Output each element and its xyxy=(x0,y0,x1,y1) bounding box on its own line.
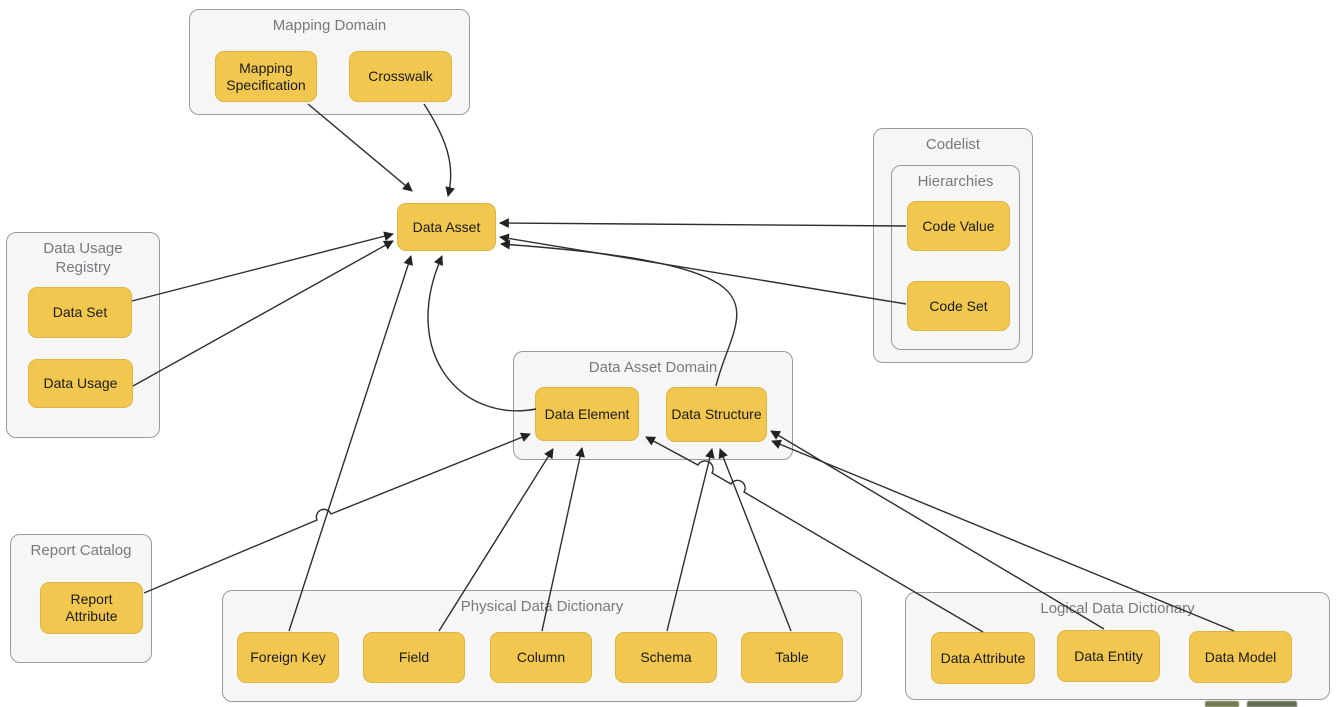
node-label: Data Model xyxy=(1204,648,1277,665)
edge-crosswalk-data_asset xyxy=(423,103,455,197)
node-label: Data Structure xyxy=(671,406,762,423)
node-data-model[interactable]: Data Model xyxy=(1189,631,1292,683)
node-data-attribute[interactable]: Data Attribute xyxy=(931,632,1035,684)
node-report-attribute[interactable]: Report Attribute xyxy=(40,582,143,634)
group-title: Codelist xyxy=(925,136,981,153)
node-label: Data Asset xyxy=(412,218,481,235)
group-title: Mapping Domain xyxy=(272,17,387,34)
node-label: Mapping Specification xyxy=(226,59,306,93)
node-data-element[interactable]: Data Element xyxy=(535,387,639,441)
node-label: Column xyxy=(516,649,566,666)
node-label: Field xyxy=(398,649,430,666)
node-data-set[interactable]: Data Set xyxy=(28,287,132,338)
cropped-logo-fragment xyxy=(1247,701,1297,707)
edge-data_set-data_asset xyxy=(131,231,394,302)
node-label: Report Attribute xyxy=(65,591,118,624)
edge-foreign_key-data_asset xyxy=(288,255,413,632)
edge-code_value-data_asset xyxy=(499,218,907,228)
edge-mapping_specification-data_asset xyxy=(307,103,413,192)
node-code-set[interactable]: Code Set xyxy=(907,281,1010,331)
group-title: Physical Data Dictionary xyxy=(460,598,624,615)
group-title: Report Catalog xyxy=(30,542,132,559)
node-data-usage[interactable]: Data Usage xyxy=(28,359,133,408)
node-label: Code Value xyxy=(922,217,995,234)
group-title: Logical Data Dictionary xyxy=(1040,600,1195,617)
node-label: Data Usage xyxy=(43,375,118,392)
group-title: Hierarchies xyxy=(917,173,994,190)
group-title: Data Asset Domain xyxy=(588,359,718,376)
node-table[interactable]: Table xyxy=(741,632,843,683)
node-label: Schema xyxy=(640,649,692,666)
edge-report_attribute-data_element xyxy=(143,432,531,594)
cropped-logo-fragment xyxy=(1205,701,1239,707)
node-data-entity[interactable]: Data Entity xyxy=(1057,630,1160,682)
node-data-structure[interactable]: Data Structure xyxy=(666,387,767,442)
node-foreign-key[interactable]: Foreign Key xyxy=(237,632,339,683)
node-label: Data Set xyxy=(52,304,108,321)
node-crosswalk[interactable]: Crosswalk xyxy=(349,51,452,102)
node-label: Crosswalk xyxy=(368,68,433,85)
edge-data_usage-data_asset xyxy=(132,240,394,387)
node-label: Data Entity xyxy=(1074,647,1143,664)
node-label: Table xyxy=(775,649,809,666)
cropped-logo xyxy=(1205,701,1315,707)
group-title: Data Usage Registry xyxy=(43,240,123,276)
node-label: Data Element xyxy=(544,405,630,422)
node-schema[interactable]: Schema xyxy=(615,632,717,683)
node-label: Code Set xyxy=(929,297,988,314)
node-column[interactable]: Column xyxy=(490,632,592,683)
node-label: Foreign Key xyxy=(250,649,326,666)
edge-code_set-data_asset xyxy=(499,233,907,305)
node-code-value[interactable]: Code Value xyxy=(907,201,1010,251)
node-label: Data Attribute xyxy=(940,649,1026,666)
node-data-asset[interactable]: Data Asset xyxy=(397,203,496,251)
node-field[interactable]: Field xyxy=(363,632,465,683)
node-mapping-specification[interactable]: Mapping Specification xyxy=(215,51,317,102)
